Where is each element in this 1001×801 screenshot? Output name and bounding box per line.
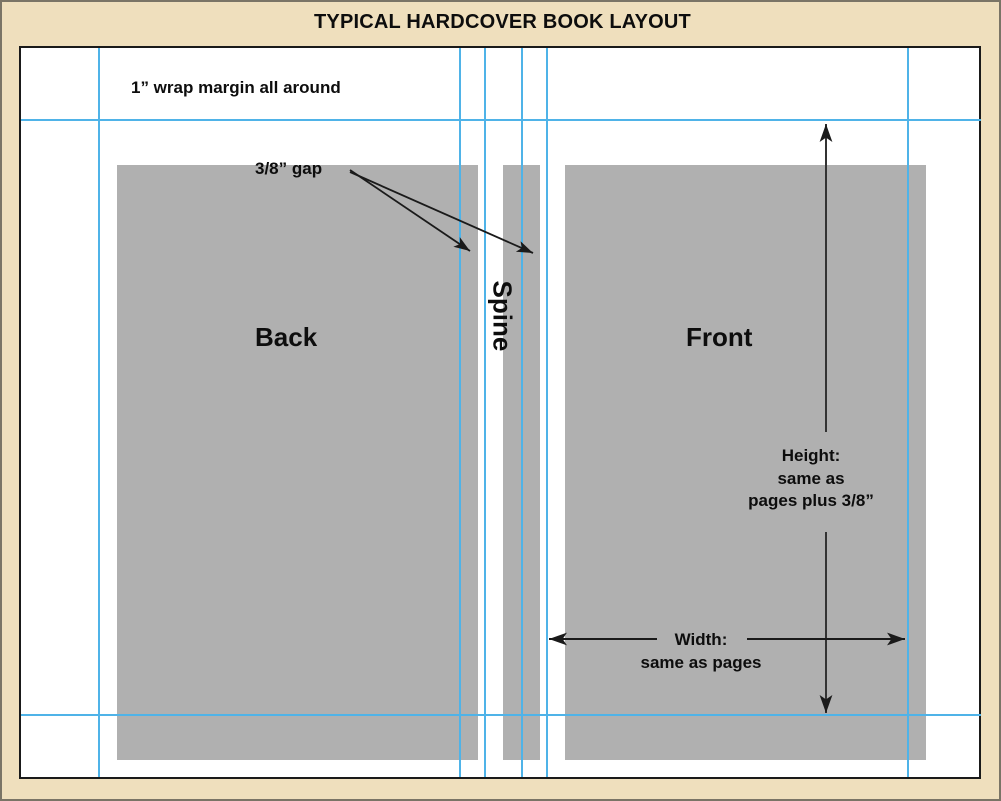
guide-line-vertical-3 — [484, 48, 486, 777]
guide-line-vertical-4 — [521, 48, 523, 777]
guide-line-vertical-2 — [459, 48, 461, 777]
guide-line-vertical-5 — [546, 48, 548, 777]
front-cover-label: Front — [686, 322, 753, 352]
guide-line-horizontal-top — [21, 119, 981, 121]
guide-line-vertical-1 — [98, 48, 100, 777]
height-note-line-2: same as — [777, 468, 845, 488]
back-cover-panel — [117, 165, 478, 760]
wrap-margin-note: 1” wrap margin all around — [131, 78, 341, 97]
guide-line-horizontal-bottom — [21, 714, 981, 716]
front-cover-panel — [565, 165, 926, 760]
height-note: Height: same as pages plus 3/8” — [725, 445, 897, 513]
guide-line-vertical-6 — [907, 48, 909, 777]
width-note: Width: same as pages — [621, 629, 781, 674]
gap-note: 3/8” gap — [255, 159, 323, 178]
cover-artboard — [19, 46, 981, 779]
width-note-line-2: same as pages — [640, 652, 762, 672]
page-title: TYPICAL HARDCOVER BOOK LAYOUT — [314, 11, 691, 33]
height-note-line-3: pages plus 3/8” — [748, 491, 874, 511]
spine-label: Spine — [487, 280, 518, 352]
height-note-line-1: Height: — [781, 446, 841, 465]
width-note-line-1: Width: — [621, 629, 781, 652]
back-cover-label: Back — [255, 322, 318, 352]
